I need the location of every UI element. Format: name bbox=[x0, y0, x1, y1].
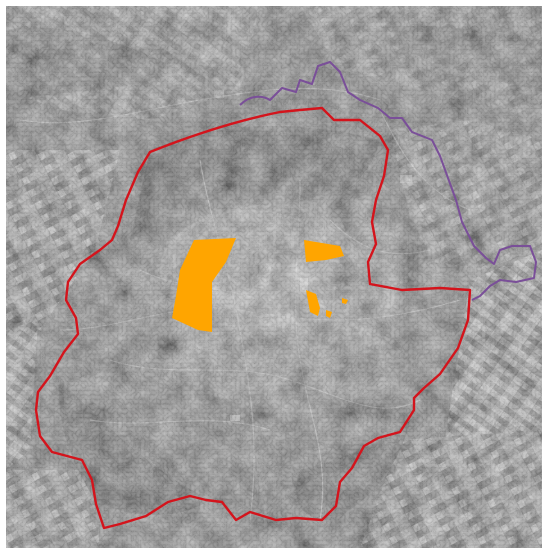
highlight-area-3[interactable] bbox=[306, 290, 320, 316]
main-boundary[interactable] bbox=[34, 106, 472, 530]
highlight-area-5[interactable] bbox=[342, 298, 348, 304]
highlight-area-1[interactable] bbox=[172, 238, 236, 332]
map-canvas[interactable] bbox=[6, 6, 542, 548]
secondary-boundary[interactable] bbox=[239, 61, 537, 301]
highlight-area-2[interactable] bbox=[304, 240, 344, 262]
highlight-area-4[interactable] bbox=[326, 310, 332, 318]
highlight-areas bbox=[172, 238, 348, 332]
map-view[interactable] bbox=[6, 6, 542, 548]
